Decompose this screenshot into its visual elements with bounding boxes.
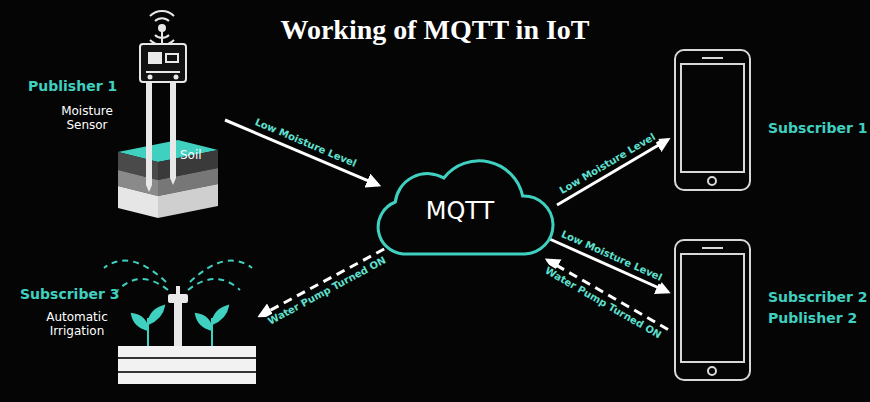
sensor-illustration [140,11,186,82]
irrigation-node: Subscriber 3 Automatic Irrigation [12,255,260,390]
connector-arrow [557,140,668,206]
part-label: Soil [180,148,202,162]
phone-node: Subscriber 2 Publisher 2 [668,235,866,385]
edge-label: Low Moisture Level [556,130,660,198]
sensor-probes [146,82,176,192]
node-heading: Subscriber 2 [768,289,867,306]
node-text: MQTT [365,197,555,226]
soil-block [118,140,218,218]
node-text: Automatic Irrigation [38,310,116,339]
dashed-connector [260,249,384,316]
connector-arrow [225,120,378,185]
diagram-title: Working of MQTT in IoT [0,14,870,46]
node-text: Moisture Sensor [42,104,132,133]
sensor-node: Publisher 1 Moisture Sensor [18,20,225,220]
phone-icon [675,50,750,190]
node-heading: Subscriber 1 [768,120,867,137]
edge-label: Water Pump Turned ON [264,254,390,329]
edge-label: Low Moisture Level [251,116,360,171]
phone-node: Subscriber 1 [668,45,866,195]
phone-icon [675,240,750,380]
cloud-broker: MQTT [365,150,557,260]
node-heading: Publisher 1 [28,78,117,95]
irrigation-illustration [104,261,256,384]
node-heading: Publisher 2 [768,310,857,327]
node-heading: Subscriber 3 [20,286,119,303]
